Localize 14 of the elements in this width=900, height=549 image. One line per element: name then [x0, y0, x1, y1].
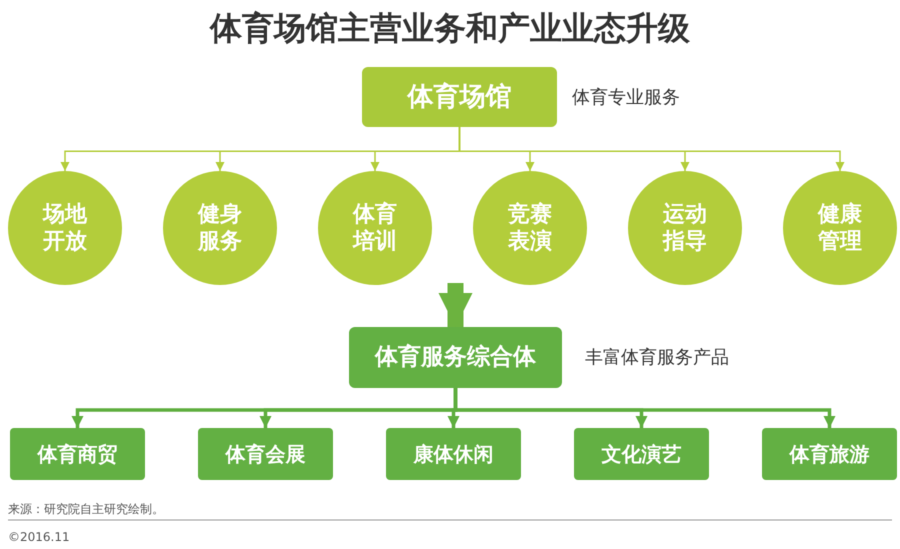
process-box: 康体休闲	[386, 428, 521, 480]
process-box: 体育旅游	[762, 428, 897, 480]
process-box: 体育场馆	[362, 67, 557, 127]
copyright-note: ©2016.11	[8, 529, 70, 546]
process-box: 体育服务综合体	[349, 327, 562, 388]
title: 体育场馆主营业务和产业业态升级	[208, 8, 691, 49]
arrow	[454, 388, 836, 428]
arrow	[438, 283, 472, 327]
side-note: 体育专业服务	[572, 86, 680, 110]
side-note: 丰富体育服务产品	[585, 346, 729, 370]
process-box: 体育商贸	[10, 428, 145, 480]
source-note: 来源：研究院自主研究绘制。	[8, 501, 164, 518]
process-box: 文化演艺	[574, 428, 709, 480]
process-box: 体育会展	[198, 428, 333, 480]
